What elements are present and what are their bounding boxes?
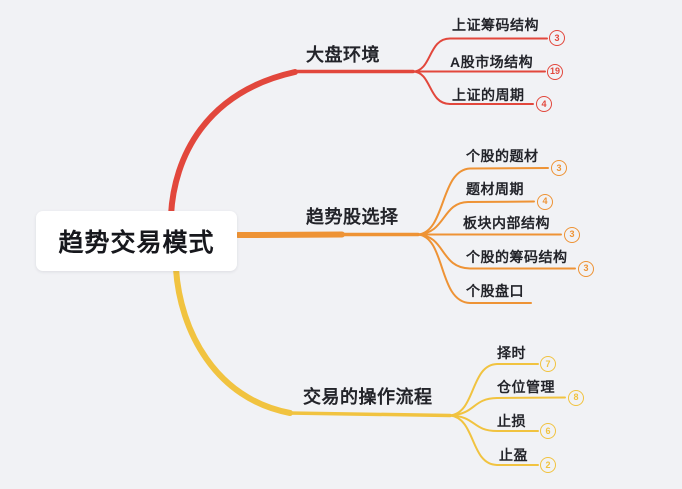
subtopic-label[interactable]: 个股的筹码结构 (466, 249, 568, 265)
subtopic-connector (417, 233, 532, 304)
branch-line-process (286, 411, 452, 418)
subtopic-label[interactable]: 择时 (497, 345, 526, 361)
count-badge: 4 (536, 96, 552, 112)
subtopic-label[interactable]: 上证的周期 (452, 87, 525, 103)
count-badge: 8 (568, 389, 584, 406)
subtopic-label[interactable]: 个股盘口 (466, 283, 524, 299)
subtopic-connector (417, 167, 549, 236)
count-badge: 4 (537, 193, 553, 210)
subtopic-label[interactable]: 个股的题材 (466, 148, 539, 164)
subtopic-connector (449, 396, 566, 417)
main-topic-stock-selection[interactable]: 趋势股选择 (306, 207, 399, 227)
main-topic-trading-process[interactable]: 交易的操作流程 (303, 387, 433, 407)
subtopic-label[interactable]: 止损 (497, 413, 526, 429)
central-topic[interactable]: 趋势交易模式 (36, 211, 237, 271)
subtopic-label[interactable]: A股市场结构 (450, 54, 534, 70)
branch-curve-process (173, 266, 293, 416)
subtopic-connector (412, 70, 534, 105)
count-badge: 7 (540, 356, 556, 372)
branch-curve-market (168, 69, 298, 218)
subtopic-connector (449, 414, 539, 466)
subtopic-label[interactable]: 题材周期 (466, 181, 524, 197)
subtopic-connector (417, 233, 576, 270)
count-badge: 3 (564, 226, 580, 243)
subtopic-label[interactable]: 板块内部结构 (463, 215, 550, 231)
subtopic-connector (412, 37, 548, 73)
count-badge: 19 (547, 63, 563, 80)
subtopic-label[interactable]: 止盈 (499, 447, 528, 463)
main-topic-market-environment[interactable]: 大盘环境 (306, 45, 380, 65)
count-badge: 3 (549, 30, 565, 46)
count-badge: 3 (578, 260, 594, 277)
count-badge: 2 (540, 457, 556, 473)
count-badge: 6 (540, 423, 556, 439)
subtopic-connector (449, 363, 539, 417)
subtopic-label[interactable]: 仓位管理 (497, 379, 555, 395)
subtopic-label[interactable]: 上证筹码结构 (452, 17, 539, 33)
subtopic-connector (417, 200, 535, 236)
subtopic-connector (449, 414, 539, 432)
branch-curve-selection (235, 231, 345, 238)
count-badge: 3 (551, 160, 567, 176)
